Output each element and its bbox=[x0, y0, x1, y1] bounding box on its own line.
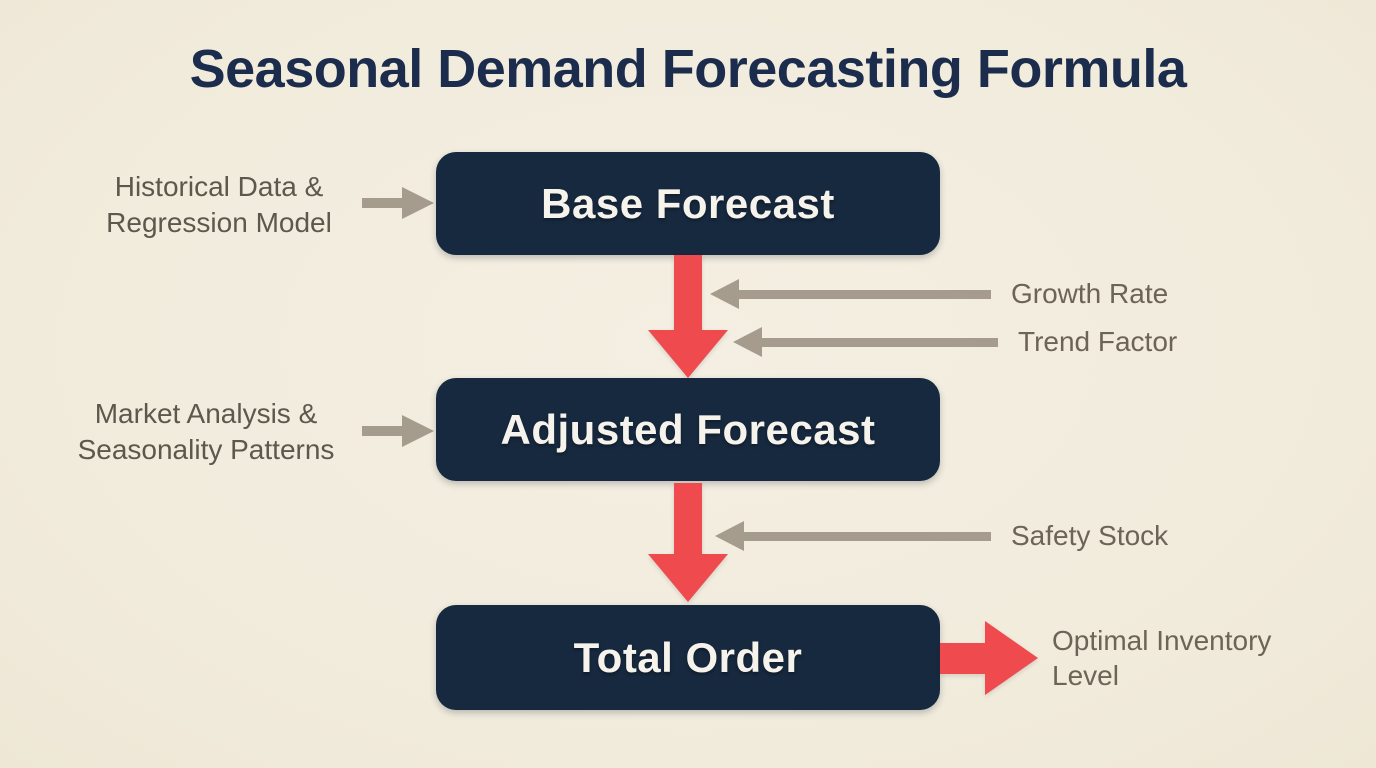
factor-safety-stock: Safety Stock bbox=[715, 520, 1168, 552]
arrow-shaft bbox=[744, 531, 991, 541]
down-arrow-icon bbox=[648, 483, 728, 602]
input-label-line-2: Regression Model bbox=[106, 207, 332, 238]
arrow-shaft bbox=[674, 255, 702, 330]
left-arrow-icon bbox=[710, 279, 739, 309]
flow-box-total-order: Total Order bbox=[436, 605, 940, 710]
box-label: Adjusted Forecast bbox=[500, 405, 876, 453]
arrow-shaft bbox=[762, 337, 998, 347]
arrow-shaft bbox=[674, 483, 702, 554]
right-arrow-icon bbox=[362, 187, 434, 219]
output-arrow-icon bbox=[940, 621, 1038, 695]
input-label-line-1: Historical Data & bbox=[114, 171, 324, 202]
factor-label: Growth Rate bbox=[1011, 278, 1169, 309]
right-arrow-icon bbox=[362, 415, 434, 447]
flow-box-adjusted-forecast: Adjusted Forecast bbox=[436, 378, 940, 481]
arrow-shaft bbox=[940, 642, 985, 674]
arrow-head bbox=[402, 187, 434, 219]
arrow-shaft bbox=[362, 198, 402, 208]
box-label: Base Forecast bbox=[541, 179, 835, 227]
arrow-shaft bbox=[362, 426, 402, 436]
arrow-head bbox=[985, 621, 1038, 695]
down-arrow-icon bbox=[648, 255, 728, 378]
arrow-head bbox=[402, 415, 434, 447]
page-title: Seasonal Demand Forecasting Formula bbox=[189, 39, 1187, 99]
output-label-line-2: Level bbox=[1052, 660, 1119, 691]
input-label-market-analysis: Market Analysis & Seasonality Patterns bbox=[36, 396, 376, 468]
output-label-optimal-inventory: Optimal Inventory Level bbox=[1052, 623, 1271, 693]
factor-growth-rate: Growth Rate bbox=[710, 278, 1168, 310]
factor-label: Safety Stock bbox=[1011, 520, 1169, 551]
factor-label: Trend Factor bbox=[1018, 326, 1178, 357]
arrow-shaft bbox=[739, 289, 991, 299]
input-label-line-2: Seasonality Patterns bbox=[77, 434, 335, 465]
flow-box-base-forecast: Base Forecast bbox=[436, 152, 940, 255]
arrow-head bbox=[648, 554, 728, 602]
left-arrow-icon bbox=[733, 327, 762, 357]
arrow-head bbox=[648, 330, 728, 378]
left-arrow-icon bbox=[715, 521, 744, 551]
input-label-line-1: Market Analysis & bbox=[94, 398, 318, 429]
factor-trend-factor: Trend Factor bbox=[733, 326, 1177, 358]
output-label-line-1: Optimal Inventory bbox=[1052, 625, 1272, 656]
box-label: Total Order bbox=[573, 633, 803, 681]
input-label-historical-data: Historical Data & Regression Model bbox=[69, 169, 369, 241]
